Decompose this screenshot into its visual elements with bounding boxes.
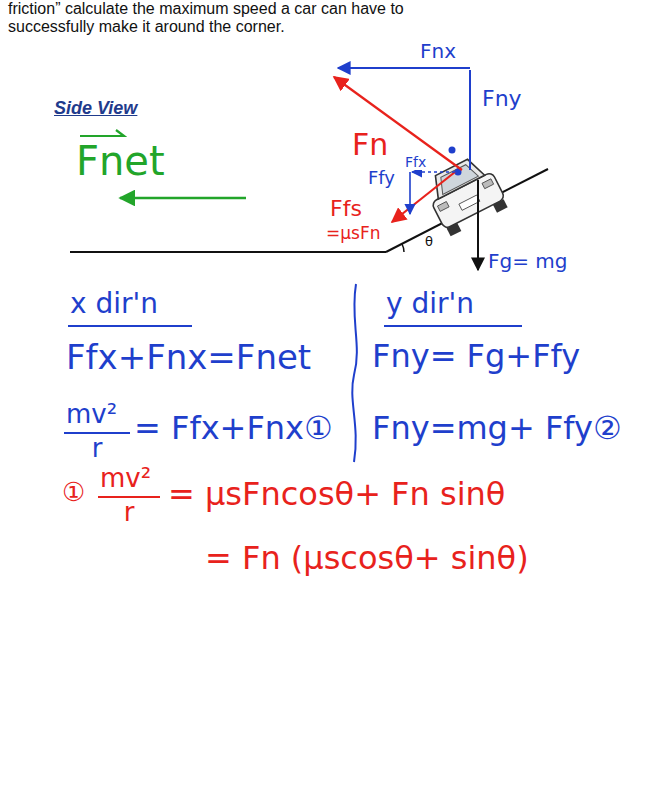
label-slot: Fny=mg+ Ffy② — [372, 410, 622, 447]
equation-part: r — [64, 434, 130, 464]
angle-label: θ — [425, 235, 433, 250]
label-slot: = μsFncosθ+ Fn sinθ — [168, 476, 505, 513]
force-label: Fn — [352, 128, 388, 163]
force-label: Ffx — [405, 154, 426, 170]
label-slot: Fg= mg — [488, 250, 568, 273]
force-label: Fg= mg — [488, 250, 568, 273]
equation: = μsFncosθ+ Fn sinθ — [168, 476, 505, 513]
equation-part: mv² — [100, 464, 151, 494]
section-heading: y dir'n — [386, 288, 474, 320]
label-slot: r — [64, 434, 130, 464]
label-slot: Ffx — [405, 153, 426, 171]
label-slot: Fny= Fg+Ffy — [372, 338, 580, 375]
label-slot: Ffs — [330, 196, 362, 221]
net-force-arrow — [120, 197, 246, 199]
label-slot: x dir'n — [70, 288, 158, 320]
equation-part: r — [98, 498, 160, 528]
force-label: Fnet — [76, 138, 165, 184]
label-slot: Ffy — [368, 168, 395, 189]
label-slot: θ — [425, 235, 433, 250]
section-heading: x dir'n — [70, 288, 158, 320]
view-heading: Side View — [54, 98, 137, 119]
label-slot: mv² — [100, 464, 151, 494]
equation-part: mv² — [66, 400, 117, 430]
equation: Fny= Fg+Ffy — [372, 338, 580, 375]
label-slot: Fnet — [76, 138, 165, 184]
gravity-arrow — [477, 180, 479, 270]
label-slot: y dir'n — [386, 288, 474, 320]
equation-number: ① — [62, 478, 85, 508]
force-label: Fny — [482, 86, 522, 111]
equation: Fny=mg+ Ffy② — [372, 410, 622, 447]
equation: Ffx+Fnx=Fnet — [66, 338, 311, 377]
ground-line — [70, 251, 386, 253]
label-slot: ① — [62, 478, 85, 508]
force-label: Fnx — [420, 40, 456, 63]
label-slot: friction” calculate the maximum speed a … — [8, 0, 478, 37]
car-illustration — [421, 152, 509, 237]
angle-arc — [402, 244, 404, 252]
normal-x-arrow — [338, 67, 470, 69]
heading-underline — [384, 325, 522, 327]
heading-underline — [68, 325, 192, 327]
force-label: Ffy — [368, 168, 395, 189]
equation: = Fn (μscosθ+ sinθ) — [205, 540, 529, 577]
friction-force-arrow — [392, 172, 455, 222]
label-slot: Side View — [54, 98, 137, 119]
problem-text: friction” calculate the maximum speed a … — [8, 0, 478, 37]
center-dot — [449, 147, 456, 154]
label-slot: Fny — [482, 86, 522, 111]
friction-x-arrow — [412, 171, 455, 173]
label-slot: =μsFn — [326, 224, 380, 244]
force-label: Ffs — [330, 196, 362, 221]
label-slot: Ffx+Fnx=Fnet — [66, 338, 311, 377]
formula-text: =μsFn — [326, 224, 380, 244]
label-slot: = Fn (μscosθ+ sinθ) — [205, 540, 529, 577]
normal-force-arrow — [334, 77, 462, 170]
label-slot: mv² — [66, 400, 117, 430]
label-slot: = Ffx+Fnx① — [134, 410, 333, 447]
vector-overline — [80, 130, 124, 136]
equation: = Ffx+Fnx① — [134, 410, 333, 447]
label-slot: Fn — [352, 128, 388, 163]
label-slot: r — [98, 498, 160, 528]
friction-y-arrow — [409, 172, 411, 214]
normal-y-line — [469, 70, 471, 170]
label-slot: Fnx — [420, 40, 456, 63]
divider-line — [352, 284, 357, 462]
